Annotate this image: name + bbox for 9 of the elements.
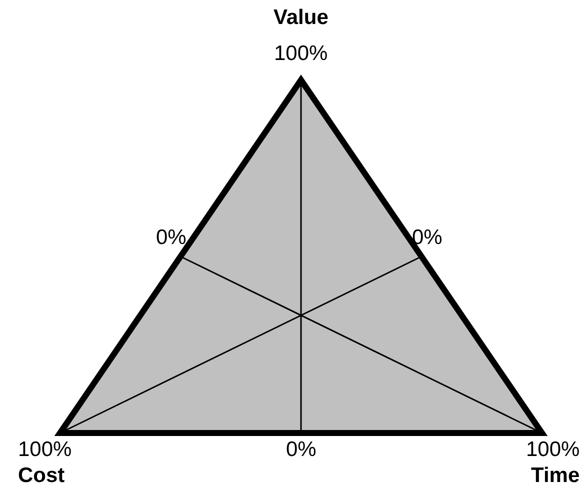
axis-label: Value bbox=[274, 6, 328, 30]
percent-label: 0% bbox=[286, 438, 316, 462]
percent-label: 0% bbox=[412, 226, 442, 250]
axis-label: Cost bbox=[18, 464, 65, 488]
percent-label: 0% bbox=[156, 226, 186, 250]
axis-label: Time bbox=[531, 464, 580, 488]
percent-label: 100% bbox=[526, 438, 580, 462]
percent-label: 100% bbox=[274, 42, 328, 66]
percent-label: 100% bbox=[18, 438, 72, 462]
